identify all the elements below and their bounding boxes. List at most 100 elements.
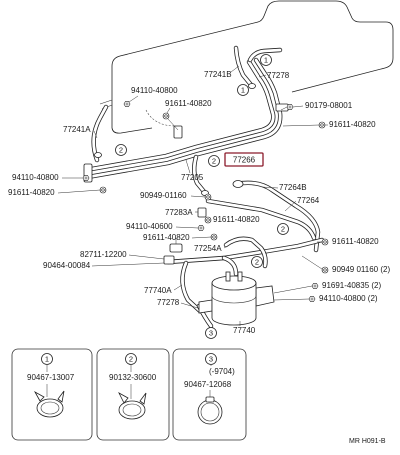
ref-circle-1-label: 1	[45, 355, 49, 364]
callout-94110-40800-x2[interactable]: 94110-40800 (2)	[319, 294, 378, 303]
part-callouts: 77241B 77278 94110-40800 91611-40820 901…	[8, 70, 390, 335]
diagram-code: MR H091-B	[349, 438, 386, 445]
bolt-icon	[123, 101, 131, 107]
ref-circle-2-ring	[251, 256, 263, 268]
callout-91611-40820-right[interactable]: 91611-40820	[329, 120, 376, 129]
canister-port-a	[225, 271, 231, 282]
inset-2: 2 90132-30600	[96, 348, 170, 441]
ref-circle-2: 2	[251, 256, 263, 268]
hose-clamp-241a	[94, 152, 102, 158]
callout-77740[interactable]: 77740	[233, 326, 256, 335]
leader-94110-top	[128, 95, 139, 103]
ref-circle-2-label: 2	[212, 157, 216, 166]
inset-3-part[interactable]: 90467-12068	[184, 380, 232, 389]
leader-94110-2	[273, 298, 310, 301]
callout-94110-40800-left[interactable]: 94110-40800	[12, 173, 59, 182]
leader-91611-center	[191, 236, 212, 239]
vsv-block	[169, 243, 183, 253]
ring-clamp-icon	[197, 399, 223, 425]
ring-clamp-tab	[205, 396, 215, 403]
leader-77205	[185, 159, 191, 174]
callout-91611-40820-lower-right[interactable]: 91611-40820	[332, 237, 379, 246]
callout-77205[interactable]: 77205	[181, 173, 204, 182]
leader-90179	[280, 105, 304, 111]
clip-icon	[321, 238, 329, 246]
callout-94110-40800-top[interactable]: 94110-40800	[131, 86, 178, 95]
callout-77264b[interactable]: 77264B	[279, 183, 307, 192]
leader-77241b	[230, 65, 240, 73]
hardware	[82, 83, 329, 302]
callout-77266[interactable]: 77266	[233, 156, 256, 165]
callout-91611-40820-left[interactable]: 91611-40820	[8, 188, 55, 197]
callout-77283a[interactable]: 77283A	[165, 208, 193, 217]
canister-top	[211, 275, 257, 291]
ref-circle-2-label: 2	[119, 146, 123, 155]
callout-91611-40820-top[interactable]: 91611-40820	[165, 99, 212, 108]
bolt-icon	[311, 283, 319, 289]
hose-clamp-tab-right	[139, 392, 147, 405]
ref-circle-1-ring	[260, 54, 272, 66]
bolt-icon	[82, 175, 90, 181]
callout-77241b[interactable]: 77241B	[204, 70, 232, 79]
leader-91611-right	[282, 124, 328, 127]
callout-77264[interactable]: 77264	[297, 196, 320, 205]
selected-part-callout[interactable]: 77266	[224, 152, 264, 167]
callout-90949-01160[interactable]: 90949-01160	[140, 191, 187, 200]
callout-91611-40820-mid-right[interactable]: 91611-40820	[213, 215, 260, 224]
ref-circle-2-ring	[208, 155, 220, 167]
ref-circle-3-label: 3	[209, 329, 213, 338]
inset-3-frame	[172, 348, 247, 441]
ref-circle-2: 2	[115, 144, 127, 156]
clip-icon	[162, 112, 170, 120]
leader-77740a	[173, 284, 183, 291]
clip-icon	[321, 266, 329, 274]
callout-90949-01160-x2[interactable]: 90949 01160 (2)	[332, 265, 390, 274]
ref-circle-1-label: 1	[264, 56, 268, 65]
clip-icon	[204, 193, 212, 201]
callout-77278-lower[interactable]: 77278	[157, 298, 180, 307]
fuel-tank-hidden-edge	[145, 109, 177, 127]
ref-circle-2-label: 2	[129, 355, 133, 364]
callout-77254a[interactable]: 77254A	[194, 244, 222, 253]
ref-circle-2: 2	[208, 155, 220, 167]
callout-77278-top[interactable]: 77278	[267, 71, 290, 80]
callout-91611-40820-mid-left[interactable]: 91611-40820	[143, 233, 190, 242]
callout-90464-00084[interactable]: 90464-00084	[43, 261, 91, 270]
ref-circle-1-ring	[41, 353, 53, 365]
callout-77241a[interactable]: 77241A	[63, 125, 91, 134]
fuel-tank-lower-edge	[111, 127, 153, 134]
hose-clamp-inner	[122, 403, 142, 417]
bolt-icon	[197, 225, 205, 231]
leader-90949	[190, 195, 206, 198]
ref-circle-3-label: 3	[209, 355, 213, 364]
check-valve	[232, 180, 244, 188]
inset-1-frame	[11, 348, 93, 441]
clip-icon	[99, 186, 107, 194]
hose-clamp-inner	[40, 401, 60, 415]
tube-clamp-top	[173, 125, 183, 139]
inset-2-part[interactable]: 90132-30600	[109, 373, 157, 382]
callout-82711-12200[interactable]: 82711-12200	[80, 250, 127, 259]
selected-part-highlight	[224, 152, 264, 167]
leader-82711	[128, 254, 165, 260]
ref-circle-3-ring	[205, 353, 217, 365]
clip-icon	[210, 233, 218, 241]
canister-mount-left	[198, 299, 213, 314]
leader-94110-40600	[175, 226, 199, 229]
callout-90179-08001[interactable]: 90179-08001	[305, 101, 353, 110]
inset-3: 3 (-9704) 90467-12068	[172, 348, 247, 441]
charcoal-canister	[198, 271, 275, 326]
fuel-tank-outline	[111, 0, 394, 128]
canister-body	[211, 282, 257, 326]
ref-circle-1: 1	[41, 353, 53, 365]
callout-91691-40835-x2[interactable]: 91691-40835 (2)	[322, 281, 381, 290]
inset-1: 1 90467-13007	[11, 348, 93, 441]
inset-1-part[interactable]: 90467-13007	[27, 373, 75, 382]
ref-circle-2-label: 2	[255, 258, 259, 267]
inset-2-frame	[96, 348, 170, 441]
callout-94110-40600[interactable]: 94110-40600	[126, 222, 173, 231]
hose-clamp-tab-right	[57, 390, 65, 403]
callout-77740a[interactable]: 77740A	[144, 286, 172, 295]
hose-clamp-top	[248, 83, 256, 89]
